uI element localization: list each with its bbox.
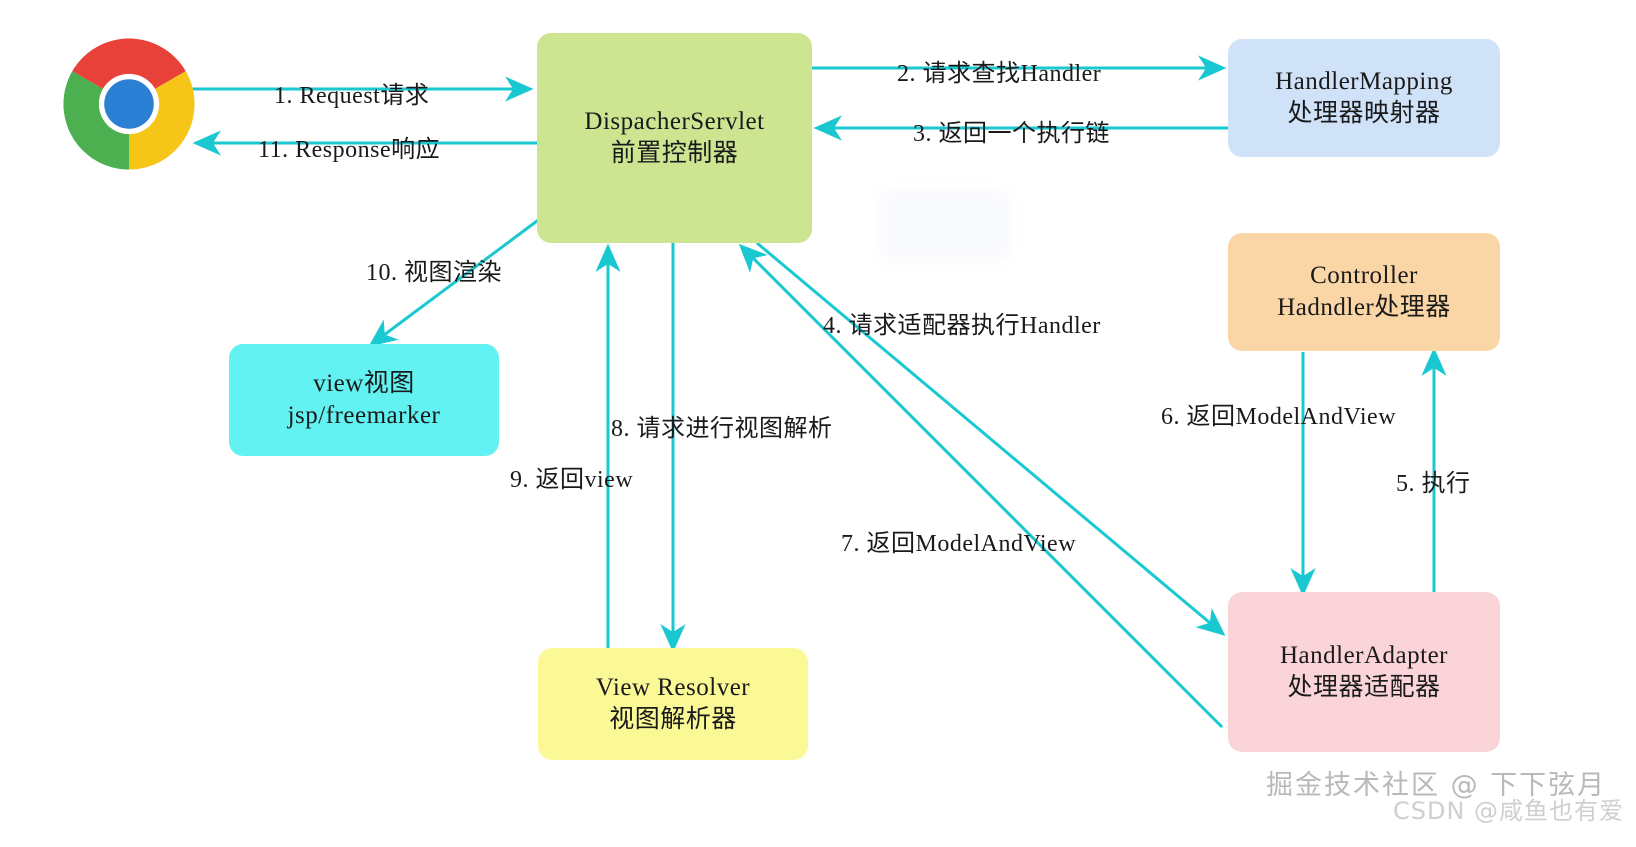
edge-label-8-view-resolution: 8. 请求进行视图解析 [611, 416, 833, 442]
node-dispatcher-servlet-line2: 前置控制器 [610, 140, 739, 167]
node-view-line2: jsp/freemarker [287, 402, 441, 429]
node-handler-mapping-line1: HandlerMapping [1275, 67, 1453, 95]
node-view-line1: view视图 [313, 369, 415, 397]
node-controller-line1: Controller [1310, 261, 1418, 289]
node-handler-adapter-line2: 处理器适配器 [1287, 674, 1441, 701]
node-handler-adapter-line1: HandlerAdapter [1279, 641, 1449, 669]
edge-label-4-request-adapter: 4. 请求适配器执行Handler [823, 313, 1101, 339]
edge-label-11-response: 11. Response响应 [258, 137, 441, 163]
edge-label-6-return-modelandview: 6. 返回ModelAndView [1161, 404, 1397, 430]
node-dispatcher-servlet-line1: DispacherServlet [584, 107, 765, 135]
edge-label-5-execute: 5. 执行 [1396, 471, 1471, 497]
node-view-resolver-line2: 视图解析器 [609, 706, 737, 733]
chrome-logo-icon [62, 37, 196, 171]
edge-label-7-return-modelandview: 7. 返回ModelAndView [841, 531, 1077, 557]
watermark-csdn: CSDN @咸鱼也有爱 [1393, 797, 1625, 825]
node-view-resolver-line1: View Resolver [595, 673, 751, 701]
watermark-juejin: 掘金技术社区 @ 下下弦月 [1266, 770, 1607, 801]
edge-label-2-find-handler: 2. 请求查找Handler [897, 61, 1102, 87]
node-handler-mapping-line2: 处理器映射器 [1287, 100, 1441, 127]
background-watermark-artifact [880, 190, 1010, 260]
edge-label-3-return-chain: 3. 返回一个执行链 [913, 121, 1110, 147]
node-controller-line2: Hadndler处理器 [1277, 294, 1451, 321]
node-dispatcher-servlet[interactable]: DispacherServlet 前置控制器 [537, 33, 812, 243]
edge-label-10-view-render: 10. 视图渲染 [366, 260, 502, 286]
node-view-resolver[interactable]: View Resolver 视图解析器 [538, 648, 808, 760]
node-handler-mapping[interactable]: HandlerMapping 处理器映射器 [1228, 39, 1500, 157]
node-view[interactable]: view视图 jsp/freemarker [229, 344, 499, 456]
edge-label-1-request: 1. Request请求 [274, 83, 430, 109]
node-handler-adapter[interactable]: HandlerAdapter 处理器适配器 [1228, 592, 1500, 752]
edge-label-9-return-view: 9. 返回view [510, 467, 634, 493]
node-controller[interactable]: Controller Hadndler处理器 [1228, 233, 1500, 351]
